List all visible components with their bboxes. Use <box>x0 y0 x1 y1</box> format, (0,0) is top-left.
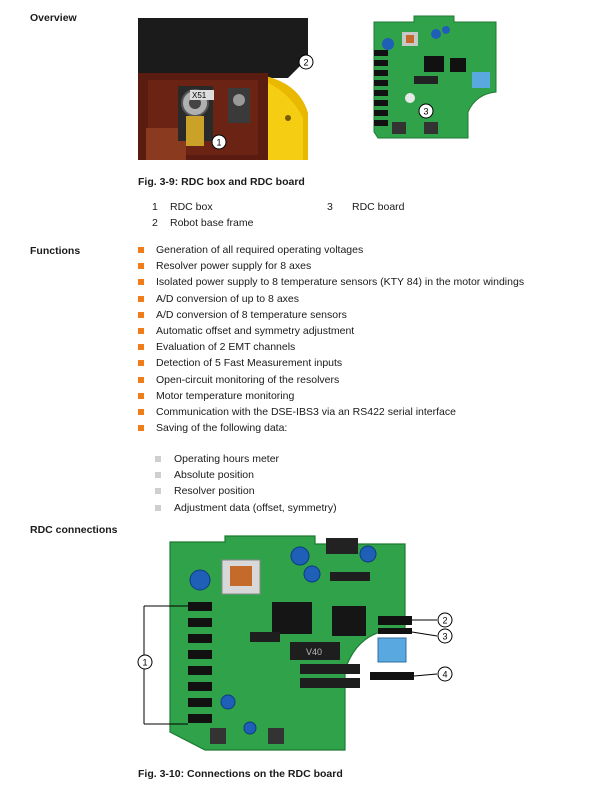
svg-text:4: 4 <box>442 670 447 680</box>
list-item: Operating hours meter <box>155 453 455 466</box>
section-heading-functions: Functions <box>30 245 81 257</box>
sub-bullet-icon <box>155 472 161 479</box>
chip-label: V40 <box>306 647 322 657</box>
list-item: Adjustment data (offset, symmetry) <box>155 502 455 515</box>
callout-1-fig2: 1 <box>137 654 153 670</box>
bullet-icon <box>138 247 144 253</box>
bullet-icon <box>138 327 144 334</box>
svg-text:1: 1 <box>142 658 147 668</box>
legend-text-rdc-box: RDC box <box>170 201 213 213</box>
x51-label: X51 <box>192 91 207 100</box>
callout-2-fig2: 2 <box>437 612 453 628</box>
svg-text:2: 2 <box>303 58 308 68</box>
rdc-board-connections-diagram: V40 <box>130 532 465 760</box>
legend-num-3: 3 <box>327 201 333 213</box>
list-item: Saving of the following data: <box>138 422 538 435</box>
list-item: Detection of 5 Fast Measurement inputs <box>138 357 538 370</box>
section-heading-connections: RDC connections <box>30 524 118 536</box>
list-item: Resolver power supply for 8 axes <box>138 260 538 273</box>
callout-4-fig2: 4 <box>437 666 453 682</box>
list-item: Motor temperature monitoring <box>138 390 538 403</box>
bullet-icon <box>138 344 144 351</box>
legend-text-rdc-board: RDC board <box>352 201 405 213</box>
svg-text:3: 3 <box>442 632 447 642</box>
callout-3-fig1: 3 <box>418 103 434 119</box>
bullet-icon <box>138 295 144 302</box>
bullet-icon <box>138 311 144 318</box>
svg-text:1: 1 <box>216 138 221 148</box>
functions-list: Generation of all required operating vol… <box>138 244 538 438</box>
saved-data-list: Operating hours meter Absolute position … <box>155 453 455 518</box>
sub-bullet-icon <box>155 504 161 511</box>
list-item: Communication with the DSE-IBS3 via an R… <box>138 406 538 419</box>
bullet-icon <box>138 263 144 270</box>
legend-text-robot-base-frame: Robot base frame <box>170 217 254 229</box>
list-item: Isolated power supply to 8 temperature s… <box>138 276 538 289</box>
callout-2-fig1: 2 <box>298 54 314 70</box>
callout-1-fig1: 1 <box>211 134 227 150</box>
list-item: Absolute position <box>155 469 455 482</box>
legend-num-2: 2 <box>152 217 158 229</box>
list-item: Automatic offset and symmetry adjustment <box>138 325 538 338</box>
bullet-icon <box>138 376 144 383</box>
list-item: A/D conversion of 8 temperature sensors <box>138 309 538 322</box>
bullet-icon <box>138 279 144 286</box>
svg-text:3: 3 <box>423 107 428 117</box>
rdc-board-photo-small <box>364 14 504 144</box>
bullet-icon <box>138 425 144 432</box>
sub-bullet-icon <box>155 456 161 462</box>
sub-bullet-icon <box>155 488 161 495</box>
rdc-box-photo: X51 <box>138 18 308 160</box>
list-item: Resolver position <box>155 485 455 498</box>
figure-caption-3-10: Fig. 3-10: Connections on the RDC board <box>138 768 343 780</box>
list-item: A/D conversion of up to 8 axes <box>138 293 538 306</box>
callout-3-fig2: 3 <box>437 628 453 644</box>
svg-text:2: 2 <box>442 616 447 626</box>
legend-num-1: 1 <box>152 201 158 213</box>
list-item: Evaluation of 2 EMT channels <box>138 341 538 354</box>
bullet-icon <box>138 392 144 399</box>
section-heading-overview: Overview <box>30 12 77 24</box>
list-item: Open-circuit monitoring of the resolvers <box>138 374 538 387</box>
bullet-icon <box>138 360 144 367</box>
bullet-icon <box>138 408 144 415</box>
figure-caption-3-9: Fig. 3-9: RDC box and RDC board <box>138 176 305 188</box>
list-item: Generation of all required operating vol… <box>138 244 538 257</box>
